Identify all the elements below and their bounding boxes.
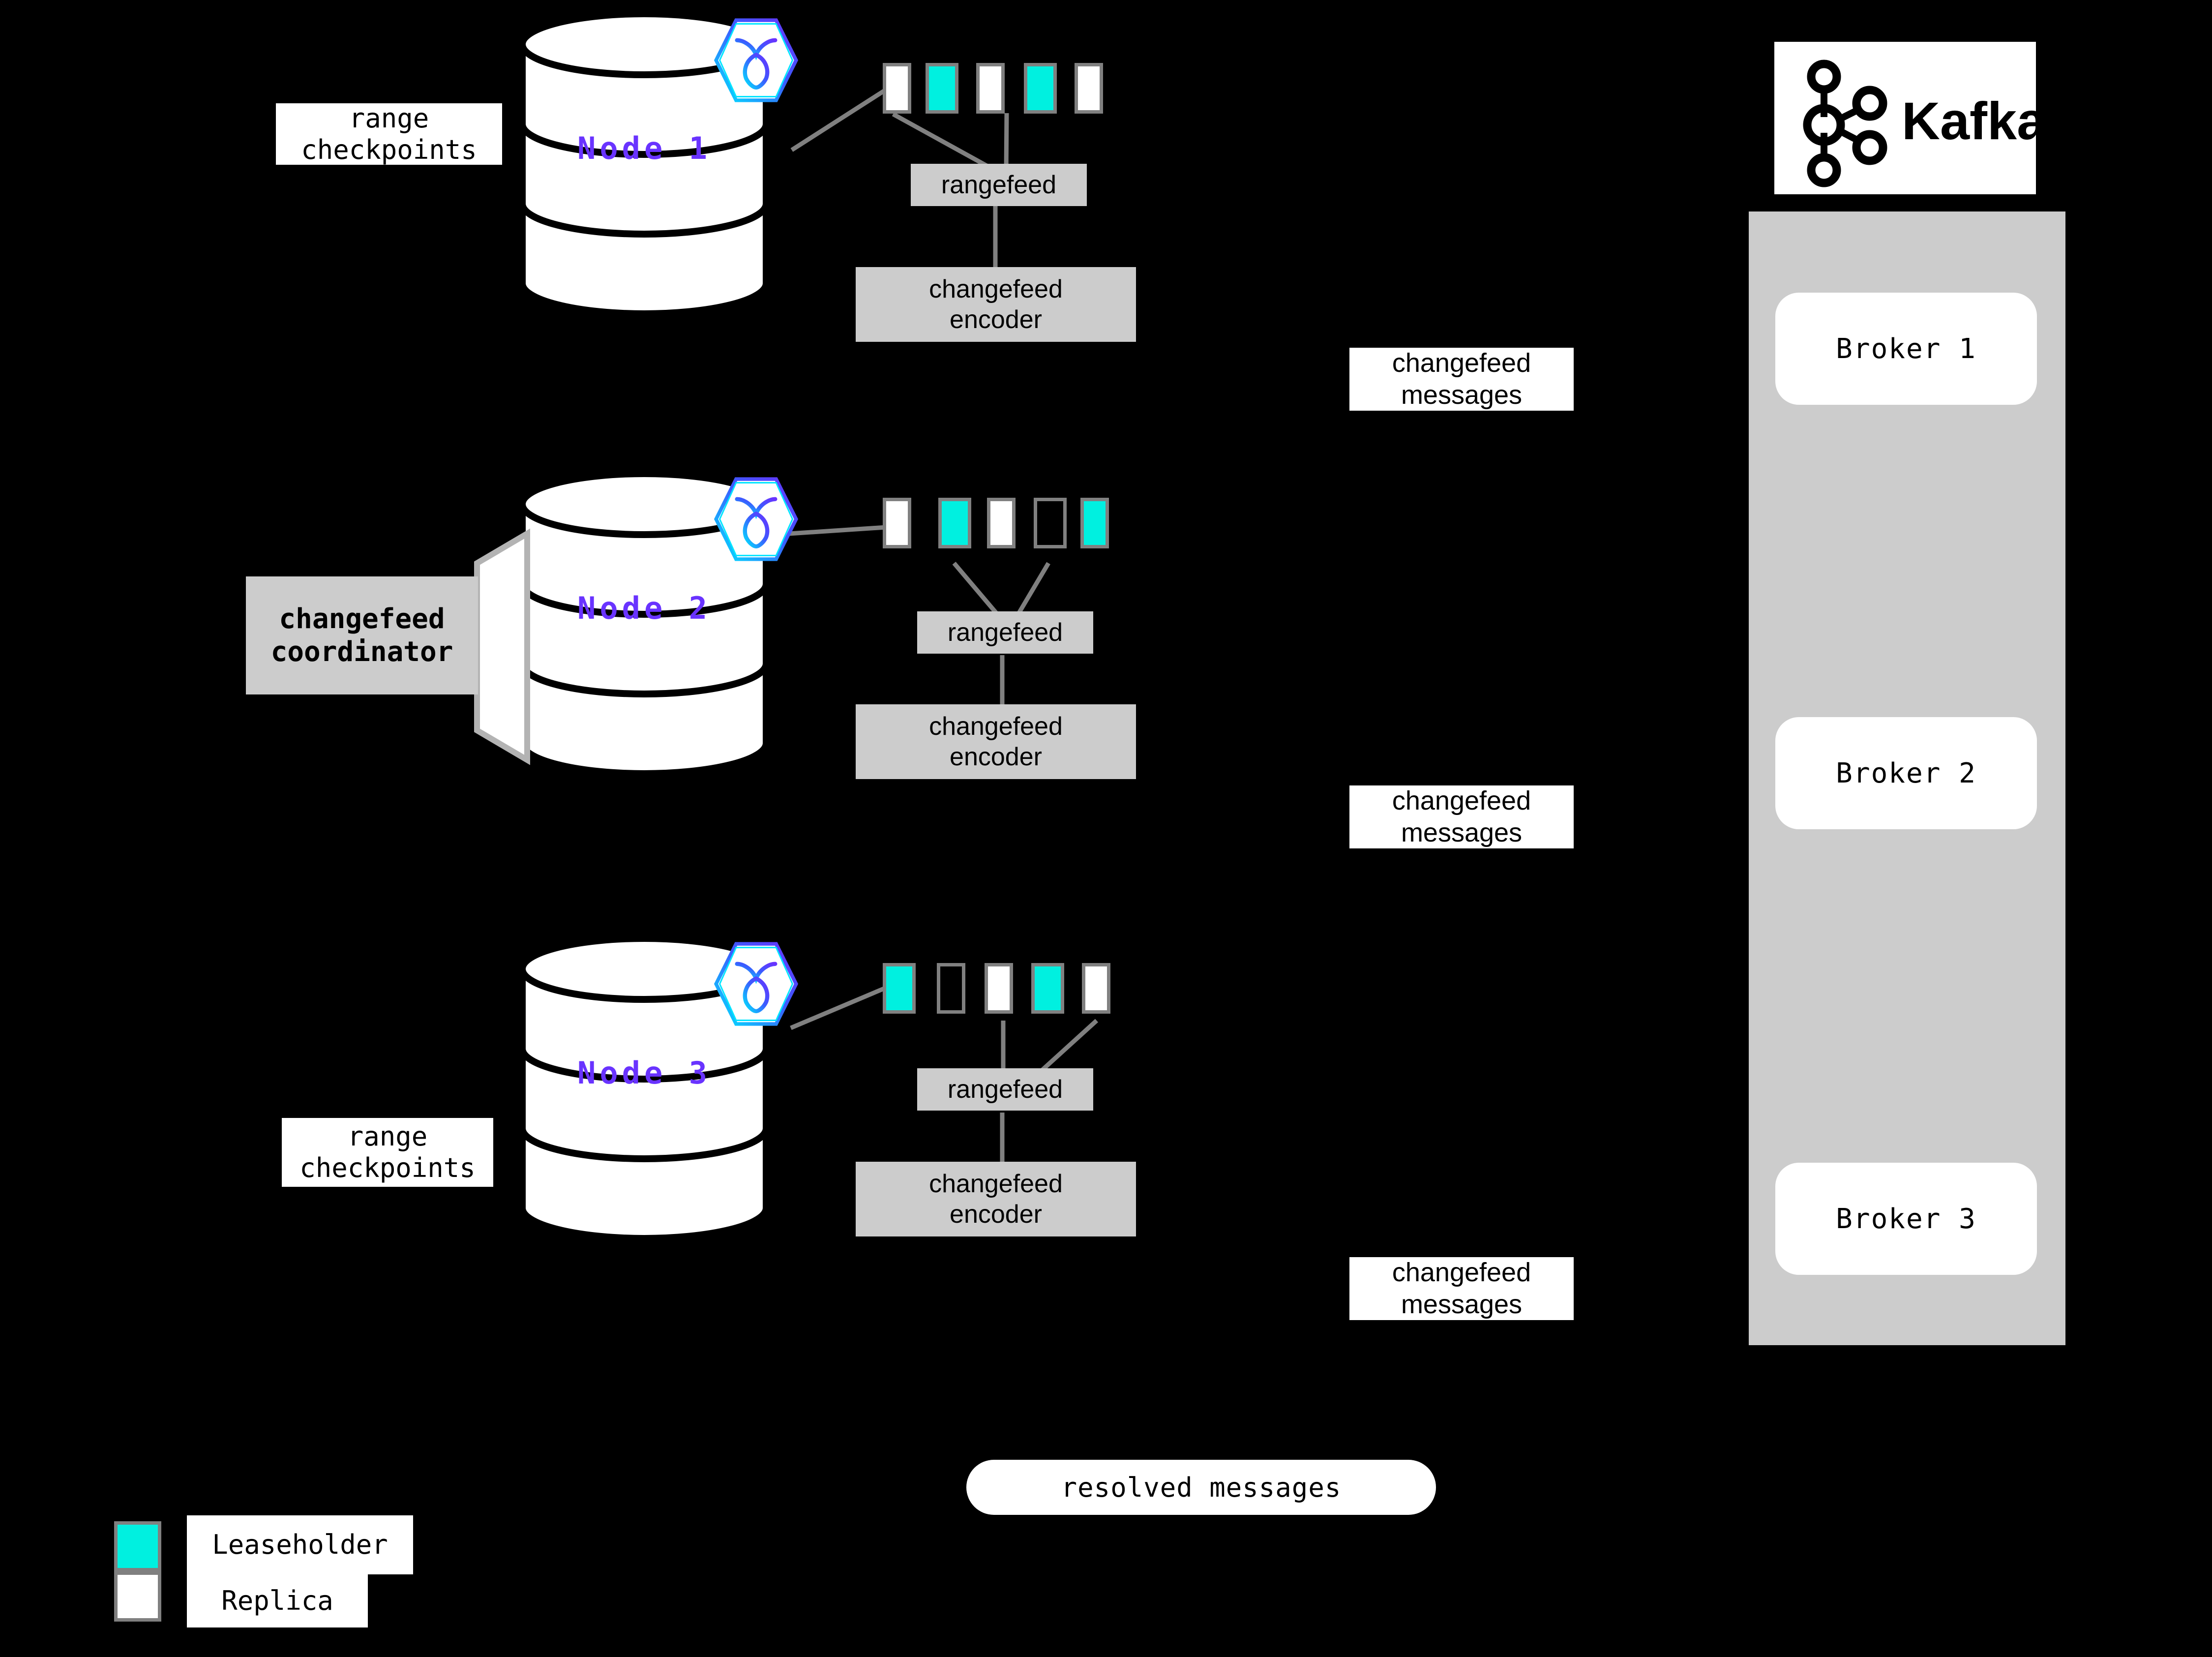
resolved-messages-pill[interactable]: resolved messages — [966, 1460, 1436, 1515]
node-1-rangefeed-box[interactable]: rangefeed — [911, 164, 1087, 206]
changefeed-messages-label-2: changefeed messages — [1349, 785, 1574, 848]
encoder-label-line-1: changefeed — [929, 274, 1063, 303]
node-1-label: Node 1 — [577, 130, 711, 166]
message-line-1: changefeed — [1392, 786, 1531, 816]
node-3-replica-strip — [883, 963, 1138, 1017]
node-1-cockroachdb-hexagon-icon — [711, 15, 802, 106]
connector-node1-rep1-rangefeed — [892, 112, 1000, 174]
replica-box[interactable] — [883, 498, 911, 548]
connector-node2-replicas — [789, 525, 887, 536]
legend-label: Leaseholder — [212, 1529, 388, 1561]
leaseholder-box[interactable] — [938, 498, 971, 548]
empty-replica-box[interactable] — [937, 963, 965, 1014]
legend-leaseholder-label-box: Leaseholder — [187, 1515, 413, 1574]
broker-2-box[interactable]: Broker 2 — [1775, 717, 2037, 829]
node-1-range-checkpoints-label: range checkpoints — [276, 103, 502, 165]
label-line-1: range — [347, 1121, 428, 1152]
replica-box[interactable] — [976, 63, 1005, 114]
changefeed-coordinator-box[interactable]: changefeed coordinator — [246, 576, 478, 694]
leaseholder-box[interactable] — [883, 963, 916, 1014]
legend-replica-label-box: Replica — [187, 1574, 368, 1627]
node-3-label: Node 3 — [577, 1055, 711, 1091]
node-2-cylinder — [519, 470, 770, 777]
node-2-group: Node 2 — [511, 470, 807, 784]
kafka-logo-box: Kafka — [1774, 42, 2047, 194]
connector-node1-replicas — [790, 88, 888, 152]
rangefeed-label: rangefeed — [947, 1075, 1063, 1104]
node-3-cockroachdb-hexagon-icon — [711, 938, 802, 1029]
broker-label: Broker 2 — [1836, 757, 1976, 789]
encoder-label-line-2: encoder — [950, 743, 1042, 771]
label-line-2: checkpoints — [301, 134, 477, 165]
connector-node1-rep3-rangefeed — [1004, 113, 1009, 173]
replica-box[interactable] — [883, 63, 911, 114]
connector-node3-replicas — [790, 985, 887, 1030]
encoder-label-line-2: encoder — [950, 1200, 1042, 1229]
empty-replica-box[interactable] — [1034, 498, 1067, 548]
node-3-cylinder — [519, 935, 770, 1242]
node-1-cylinder — [519, 10, 770, 317]
coordinator-label-line-1: changefeed — [279, 603, 445, 635]
message-line-1: changefeed — [1392, 1258, 1531, 1288]
node-3-group: Node 3 — [511, 934, 807, 1249]
node-3-changefeed-encoder-box[interactable]: changefeed encoder — [856, 1162, 1136, 1236]
encoder-label-line-1: changefeed — [929, 712, 1063, 741]
changefeed-coordinator-callout-tip — [467, 528, 536, 765]
kafka-logo-icon: Kafka — [1803, 60, 2047, 187]
legend-replica-swatch — [114, 1571, 161, 1622]
leaseholder-box[interactable] — [1031, 963, 1064, 1014]
broker-1-box[interactable]: Broker 1 — [1775, 293, 2037, 405]
broker-label: Broker 1 — [1836, 332, 1976, 365]
legend: Leaseholder Replica — [114, 1512, 508, 1640]
encoder-label-line-2: encoder — [950, 305, 1042, 334]
message-line-1: changefeed — [1392, 348, 1531, 378]
legend-label: Replica — [221, 1585, 333, 1617]
node-1-replica-strip — [883, 63, 1138, 117]
replica-box[interactable] — [1075, 63, 1103, 114]
node-2-replica-strip — [883, 498, 1138, 552]
message-line-2: messages — [1401, 1290, 1523, 1319]
node-1-changefeed-encoder-box[interactable]: changefeed encoder — [856, 267, 1136, 342]
encoder-label-line-1: changefeed — [929, 1169, 1063, 1198]
rangefeed-label: rangefeed — [947, 618, 1063, 647]
node-3-range-checkpoints-label: range checkpoints — [282, 1118, 493, 1187]
resolved-messages-label: resolved messages — [1061, 1472, 1342, 1503]
label-line-2: checkpoints — [299, 1152, 476, 1183]
leaseholder-box[interactable] — [1024, 63, 1057, 114]
broker-label: Broker 3 — [1836, 1203, 1976, 1235]
node-1-group: Node 1 — [511, 10, 807, 325]
rangefeed-label: rangefeed — [941, 170, 1057, 199]
node-2-changefeed-encoder-box[interactable]: changefeed encoder — [856, 704, 1136, 779]
legend-leaseholder-swatch — [114, 1521, 161, 1571]
changefeed-messages-label-3: changefeed messages — [1349, 1257, 1574, 1320]
replica-box[interactable] — [985, 963, 1013, 1014]
leaseholder-box[interactable] — [1080, 498, 1109, 548]
node-3-rangefeed-box[interactable]: rangefeed — [917, 1068, 1093, 1111]
node-2-label: Node 2 — [577, 590, 711, 626]
node-2-rangefeed-box[interactable]: rangefeed — [917, 611, 1093, 654]
message-line-2: messages — [1401, 818, 1523, 847]
coordinator-label-line-2: coordinator — [270, 636, 453, 668]
message-line-2: messages — [1401, 380, 1523, 410]
node-2-cockroachdb-hexagon-icon — [711, 474, 802, 565]
replica-box[interactable] — [1082, 963, 1110, 1014]
kafka-wordmark: Kafka — [1902, 91, 2047, 151]
label-line-1: range — [349, 103, 429, 134]
leaseholder-box[interactable] — [926, 63, 958, 114]
broker-3-box[interactable]: Broker 3 — [1775, 1163, 2037, 1275]
changefeed-messages-label-1: changefeed messages — [1349, 348, 1574, 411]
replica-box[interactable] — [987, 498, 1016, 548]
